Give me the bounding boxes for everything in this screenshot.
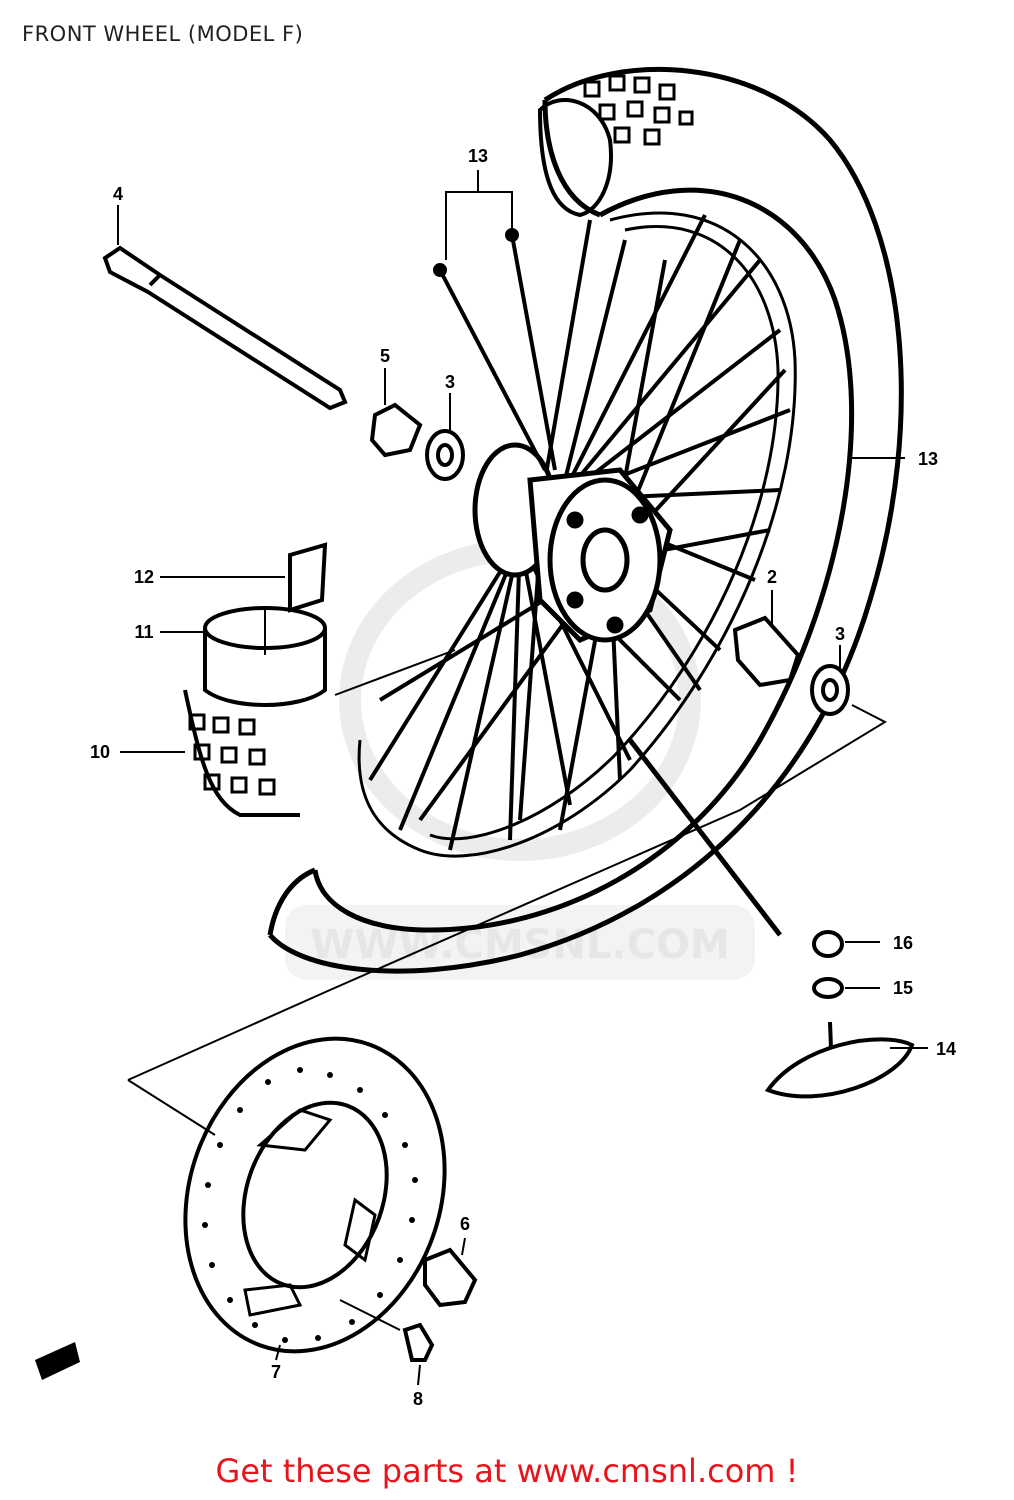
brake-disc (183, 1036, 447, 1354)
callout-16: 16 (893, 933, 913, 953)
callout-6: 6 (460, 1214, 470, 1234)
callout-5: 5 (380, 346, 390, 366)
callout-11: 12 (134, 567, 154, 587)
tire (267, 67, 904, 974)
callout-15: 15 (893, 978, 913, 998)
axle (102, 245, 348, 411)
assembly-guide-lines (127, 649, 888, 1331)
footer-link-text[interactable]: Get these parts at www.cmsnl.com ! (215, 1452, 799, 1490)
spacer-and-bearings (369, 402, 850, 716)
callout-9: 10 (90, 742, 110, 762)
front-direction-arrow-icon (35, 1342, 80, 1380)
spoke-bracket (445, 170, 513, 260)
callout-8: 8 (413, 1389, 423, 1409)
rim-band-tread (188, 713, 276, 796)
brake-disc-holes (202, 1067, 418, 1343)
callout-7: 7 (271, 1362, 281, 1382)
collar-and-bolt (402, 1247, 478, 1362)
callout-10: 11 (134, 622, 153, 642)
hub (472, 442, 673, 643)
watermark: WWW.CMSNL.COM (285, 539, 755, 980)
callout-2: 2 (767, 567, 777, 587)
tire-tread-top (583, 74, 694, 146)
wheel-exploded-diagram: WWW.CMSNL.COM (35, 67, 956, 1409)
spoke-detail (433, 228, 557, 471)
rim-lock-parts (764, 930, 915, 1099)
callout-3a: 3 (445, 372, 455, 392)
callout-4: 4 (113, 184, 123, 204)
callout-3b: 3 (835, 624, 845, 644)
diagram-title: FRONT WHEEL (MODEL F) (22, 22, 304, 46)
callout-14: 14 (936, 1039, 956, 1059)
watermark-text: WWW.CMSNL.COM (310, 922, 730, 968)
callout-13: 13 (468, 146, 488, 166)
rim (357, 211, 797, 858)
leader-lines (117, 205, 928, 1386)
spoke-long (628, 738, 782, 937)
callout-12: 13 (918, 449, 938, 469)
